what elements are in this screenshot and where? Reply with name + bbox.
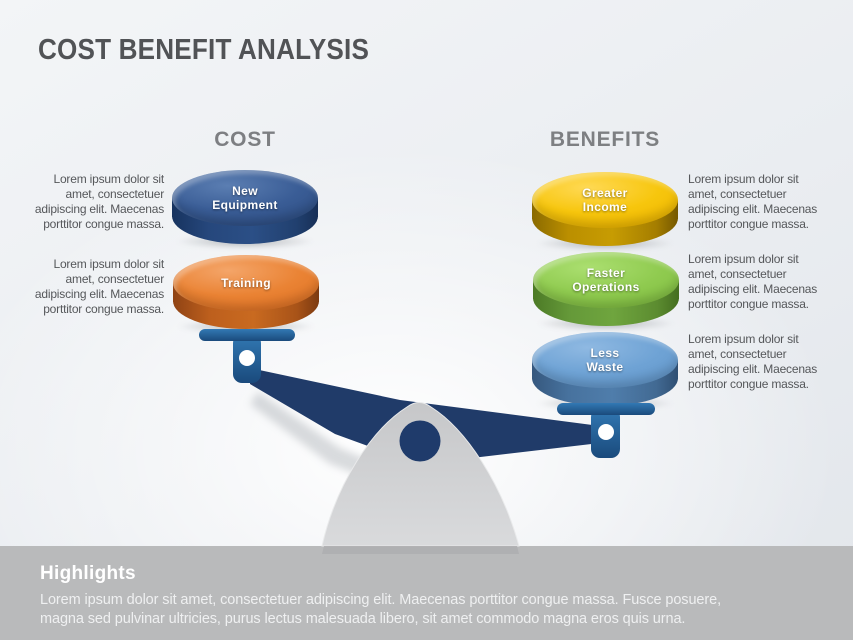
disc-top [172, 170, 318, 226]
disc-less-waste: Less Waste [532, 332, 678, 411]
pedestal-strap [591, 408, 620, 458]
disc-new-equipment: New Equipment [172, 170, 318, 249]
disc-label: Faster Operations [572, 266, 640, 294]
disc-top [532, 172, 678, 228]
disc-top [173, 255, 319, 311]
beam-shadow [250, 392, 430, 502]
cost-column-heading: COST [214, 128, 276, 151]
disc-greater-income: Greater Income [532, 172, 678, 251]
disc-top [533, 252, 679, 308]
benefit-item-description-3: Lorem ipsum dolor sit amet, consectetuer… [688, 332, 818, 391]
pivot-circle [399, 420, 441, 462]
highlights-bar: Highlights Lorem ipsum dolor sit amet, c… [0, 546, 853, 640]
disc-label: Greater Income [582, 186, 628, 214]
right-scale-pedestal [557, 403, 655, 458]
pedestal-strap [233, 334, 261, 383]
disc-label: New Equipment [212, 184, 278, 212]
page-title: COST BENEFIT ANALYSIS [38, 34, 370, 66]
highlights-heading: Highlights [40, 563, 136, 584]
cost-item-description-1: Lorem ipsum dolor sit amet, consectetuer… [34, 172, 164, 231]
benefit-item-description-1: Lorem ipsum dolor sit amet, consectetuer… [688, 172, 818, 231]
highlights-text: Lorem ipsum dolor sit amet, consectetuer… [40, 592, 722, 627]
disc-training: Training [173, 255, 319, 334]
disc-faster-operations: Faster Operations [533, 252, 679, 331]
benefit-item-description-2: Lorem ipsum dolor sit amet, consectetuer… [688, 252, 818, 311]
pedestal-pin [598, 424, 614, 440]
fulcrum-dome [321, 402, 520, 547]
left-scale-pedestal [199, 329, 295, 383]
disc-label: Less Waste [586, 346, 624, 374]
pedestal-pin [239, 350, 255, 366]
cost-item-description-2: Lorem ipsum dolor sit amet, consectetuer… [34, 257, 164, 316]
disc-label: Training [221, 276, 271, 290]
benefits-column-heading: BENEFITS [549, 128, 661, 151]
